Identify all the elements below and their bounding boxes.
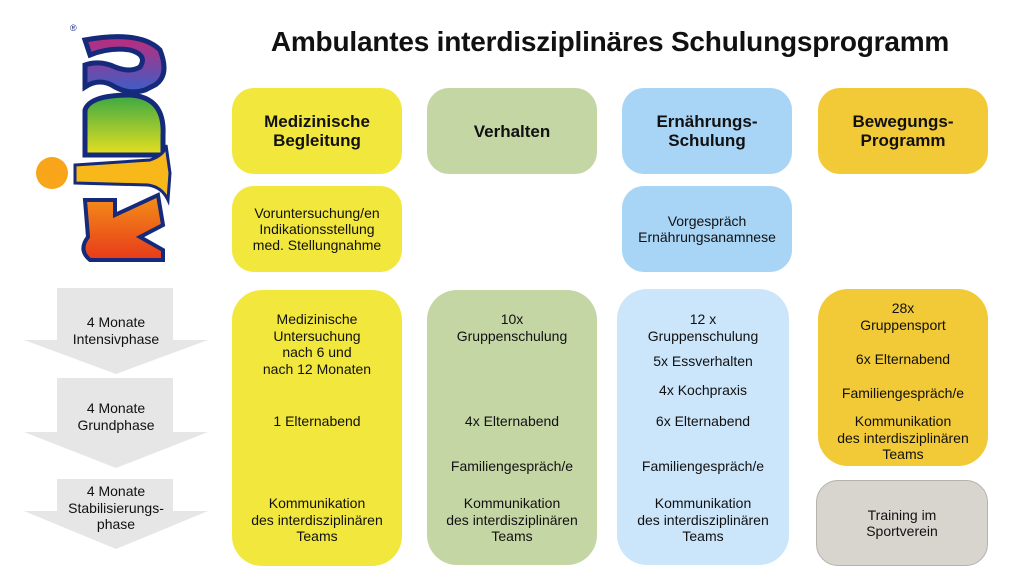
text-line: Untersuchung [273,327,361,344]
header-line: Begleitung [273,131,361,150]
kids-logo: ® kids [30,15,180,270]
phase-name: Stabilisierungs- [68,499,164,516]
text-line: Teams [296,528,338,544]
phase-duration: 4 Monate [86,314,146,330]
header-line: Schulung [668,131,746,150]
header-line: Medizinische [264,112,370,131]
text-line: Voruntersuchung/en [254,205,380,221]
text-line: des interdisziplinären [637,511,769,528]
item-cooking-practice: 4x Kochpraxis [659,382,747,398]
text-line: 10x [500,311,524,327]
item-eating-behavior: 5x Essverhalten [653,353,753,369]
text-line: Teams [882,446,924,462]
text-line: Teams [682,528,724,544]
svg-text:®: ® [70,23,77,33]
item-parent-evening: 6x Elternabend [855,351,951,367]
page-title: Ambulantes interdisziplinäres Schulungsp… [270,26,950,57]
text-line: nach 6 und [282,344,352,360]
phase-duration: 4 Monate [86,483,146,499]
item-parent-evening: 4x Elternabend [464,413,560,429]
text-line: nach 12 Monaten [262,360,372,377]
text-line: Gruppensport [860,316,946,333]
phase-name-cont: phase [96,516,136,532]
text-line: Kommunikation [854,413,952,429]
phase-duration: 4 Monate [86,400,146,416]
header-exercise: Bewegungs-Programm [818,88,988,174]
text-line: Kommunikation [654,495,752,511]
header-line: Programm [860,131,946,150]
text-line: Gruppenschulung [456,327,568,344]
text-line: Medizinische [276,311,358,327]
item-family-talk: Familiengespräch/e [841,385,965,401]
item-parent-evening: 1 Elternabend [273,413,361,429]
item-parent-evening: 6x Elternabend [655,413,751,429]
item-family-talk: Familiengespräch/e [450,458,574,474]
text-line: des interdisziplinären [446,511,578,528]
text-line: 28x [891,300,915,316]
text-line: Sportverein [866,523,938,539]
text-line: med. Stellungnahme [252,237,382,253]
header-line: Verhalten [473,121,551,141]
header-nutrition: Ernährungs-Schulung [622,88,792,174]
text-line: des interdisziplinären [837,429,969,446]
text-line: Gruppenschulung [647,327,759,344]
phase-arrow-stabilization: 4 Monate Stabilisierungs- phase [24,479,208,549]
text-line: Training im [867,507,937,523]
text-line: 12 x [689,311,717,327]
text-line: Vorgespräch [667,213,747,229]
phase-arrow-intensive: 4 Monate Intensivphase [24,288,208,374]
item-family-talk: Familiengespräch/e [641,458,765,474]
phase-name: Intensivphase [72,330,160,347]
text-line: Indikationsstellung [259,221,375,237]
header-line: Bewegungs- [852,112,954,131]
header-behavior: Verhalten [427,88,597,174]
header-line: Ernährungs- [656,112,758,131]
phase-arrow-basic: 4 Monate Grundphase [24,378,208,468]
phase-name: Grundphase [77,416,155,433]
text-line: Kommunikation [463,495,561,511]
text-line: des interdisziplinären [251,511,383,528]
text-line: Kommunikation [268,495,366,511]
text-line: Ernährungsanamnese [638,229,776,245]
text-line: Teams [491,528,533,544]
